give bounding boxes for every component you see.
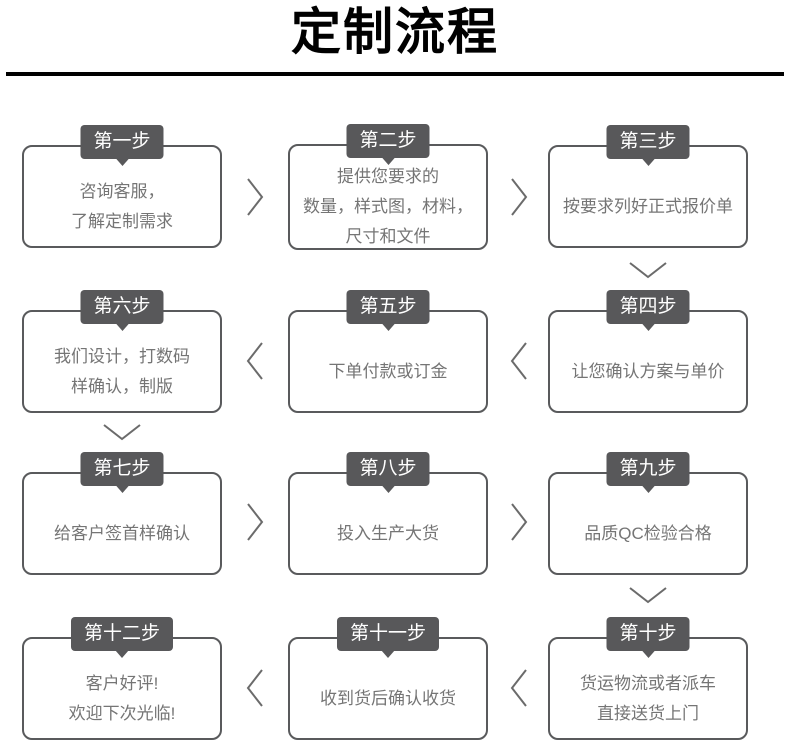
chevron-left-icon bbox=[510, 341, 528, 381]
step-badge-4: 第四步 bbox=[606, 290, 690, 324]
step-badge-12: 第十二步 bbox=[70, 617, 174, 651]
step-text-line: 咨询客服， bbox=[79, 181, 165, 201]
step-text-line: 让您确认方案与单价 bbox=[571, 361, 725, 381]
step-text-line: 尺寸和文件 bbox=[345, 227, 431, 246]
step-text-line: 品质QC检验合格 bbox=[584, 523, 712, 543]
step-badge-5: 第五步 bbox=[346, 290, 430, 324]
step-text-line: 货运物流或者派车 bbox=[580, 673, 716, 693]
chevron-down-icon bbox=[628, 261, 668, 279]
step-text-line: 数量，样式图，材料， bbox=[303, 197, 473, 216]
step-box-4: 第四步 让您确认方案与单价 bbox=[548, 290, 748, 413]
chevron-left-icon bbox=[510, 668, 528, 708]
step-text-line: 下单付款或订金 bbox=[328, 361, 448, 381]
chevron-right-icon bbox=[246, 502, 264, 542]
step-badge-11: 第十一步 bbox=[336, 617, 440, 651]
chevron-left-icon bbox=[246, 341, 264, 381]
step-box-2: 第二步 提供您要求的 数量，样式图，材料， 尺寸和文件 bbox=[288, 124, 488, 250]
step-text-line: 给客户签首样确认 bbox=[54, 523, 190, 543]
step-box-1: 第一步 咨询客服， 了解定制需求 bbox=[22, 125, 222, 248]
step-text-line: 样确认，制版 bbox=[71, 376, 173, 396]
step-text-line: 我们设计，打数码 bbox=[54, 346, 190, 366]
chevron-right-icon bbox=[510, 177, 528, 217]
chevron-right-icon bbox=[246, 177, 264, 217]
chevron-down-icon bbox=[102, 423, 142, 441]
step-box-3: 第三步 按要求列好正式报价单 bbox=[548, 125, 748, 248]
step-box-10: 第十步 货运物流或者派车 直接送货上门 bbox=[548, 617, 748, 740]
title-divider bbox=[6, 72, 784, 76]
step-badge-2: 第二步 bbox=[346, 124, 430, 158]
step-badge-8: 第八步 bbox=[346, 452, 430, 486]
step-badge-9: 第九步 bbox=[606, 452, 690, 486]
step-box-5: 第五步 下单付款或订金 bbox=[288, 290, 488, 413]
chevron-down-icon bbox=[628, 586, 668, 604]
page-title: 定制流程 bbox=[291, 4, 499, 60]
step-box-12: 第十二步 客户好评! 欢迎下次光临! bbox=[22, 617, 222, 740]
chevron-right-icon bbox=[510, 502, 528, 542]
step-badge-6: 第六步 bbox=[80, 290, 164, 324]
step-badge-3: 第三步 bbox=[606, 125, 690, 159]
step-text-line: 欢迎下次光临! bbox=[68, 703, 176, 723]
step-badge-7: 第七步 bbox=[80, 452, 164, 486]
step-text-line: 投入生产大货 bbox=[337, 523, 439, 543]
step-box-9: 第九步 品质QC检验合格 bbox=[548, 452, 748, 575]
step-text-line: 客户好评! bbox=[85, 673, 159, 693]
step-badge-10: 第十步 bbox=[606, 617, 690, 651]
step-text-line: 收到货后确认收货 bbox=[320, 688, 456, 708]
step-box-7: 第七步 给客户签首样确认 bbox=[22, 452, 222, 575]
step-text-line: 按要求列好正式报价单 bbox=[563, 196, 733, 216]
step-box-8: 第八步 投入生产大货 bbox=[288, 452, 488, 575]
step-text-line: 提供您要求的 bbox=[337, 167, 439, 186]
step-text-line: 了解定制需求 bbox=[71, 211, 173, 231]
step-text-line: 直接送货上门 bbox=[597, 703, 699, 723]
step-box-6: 第六步 我们设计，打数码 样确认，制版 bbox=[22, 290, 222, 413]
step-box-11: 第十一步 收到货后确认收货 bbox=[288, 617, 488, 740]
step-badge-1: 第一步 bbox=[80, 125, 164, 159]
chevron-left-icon bbox=[246, 668, 264, 708]
